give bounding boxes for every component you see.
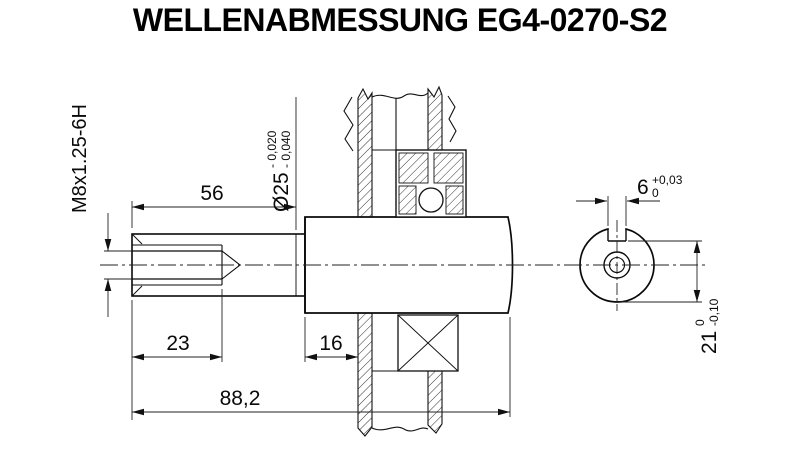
dim-6-label: 6: [637, 176, 649, 199]
dim-shaft-diameter: Ø25 - 0,020 - 0,040: [265, 130, 293, 212]
lower-key-block: [397, 314, 459, 372]
dim-21-label: 21: [698, 331, 721, 354]
dim-shoulder-to-flange: [304, 317, 358, 362]
shaft-diameter-tol-upper: - 0,020: [265, 130, 279, 168]
dim-88-2-label: 88,2: [220, 387, 261, 410]
thread-callout-lines: [104, 213, 132, 317]
dim-56-label: 56: [200, 182, 223, 205]
dim-6-tol-lower: 0: [652, 186, 659, 200]
shaft-diameter-label: Ø25: [270, 172, 293, 212]
centerlines: [100, 220, 706, 311]
dim-16-label: 16: [319, 332, 342, 355]
crankcase-section: [343, 85, 457, 437]
dim-21-tol-lower: -0,10: [707, 298, 721, 326]
dim-6-tol-upper: +0,03: [652, 173, 683, 187]
thread-spec: M8x1.25-6H: [69, 104, 91, 213]
thread-spec-label: M8x1.25-6H: [69, 104, 91, 213]
dim-thread-depth: [131, 289, 223, 420]
dim-keyway-height: [619, 240, 702, 303]
shaft-diameter-tol-lower: - 0,040: [279, 130, 293, 168]
page-title: WELLENABMESSUNG EG4-0270-S2: [132, 2, 668, 38]
dim-23-label: 23: [166, 332, 189, 355]
bearing-assembly: [395, 149, 467, 218]
dim-21-tol-upper: 0: [693, 319, 707, 326]
dim-keyway-width: [576, 196, 660, 226]
dim-thread-section: [131, 97, 297, 230]
dim-total-length: [132, 317, 511, 417]
dim-21-group: 21 0 -0,10: [693, 298, 721, 354]
